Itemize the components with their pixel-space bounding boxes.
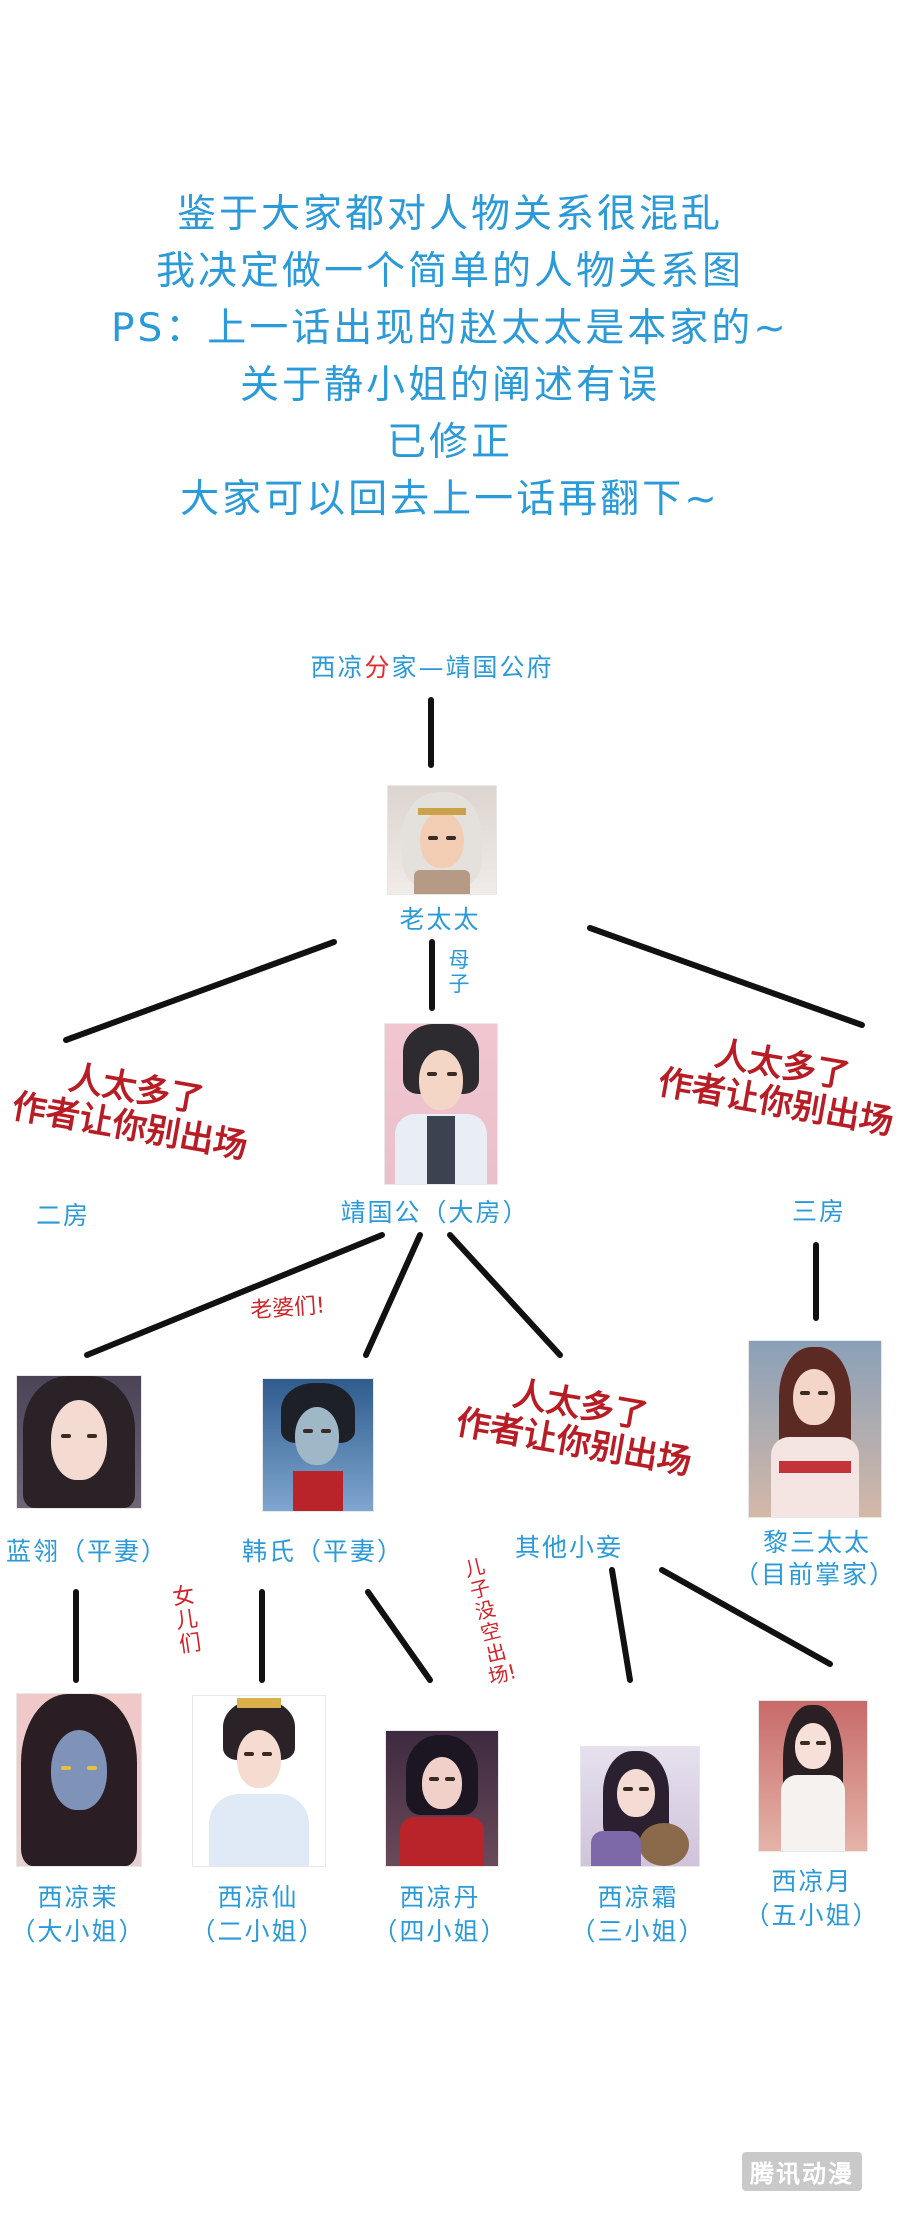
mother-son-label: 母子 [448, 948, 472, 996]
daughter-portrait-icon [16, 1693, 142, 1867]
daughter-portrait-icon [385, 1730, 499, 1867]
third-house-label: 三房 [792, 1197, 847, 1226]
intro-line: 大家可以回去上一话再翻下~ [180, 477, 720, 522]
concubines-label: 其他小妾 [515, 1533, 624, 1562]
connector-line [609, 1567, 633, 1683]
daughter-name: 西凉丹 [399, 1883, 481, 1912]
intro-line: PS：上一话出现的赵太太是本家的~ [111, 306, 789, 351]
connector-line [363, 1232, 423, 1358]
daughter-title: （五小姐） [744, 1901, 880, 1930]
daughter-portrait-icon [758, 1700, 868, 1852]
han-portrait-icon [262, 1378, 374, 1512]
intro-line: 关于静小姐的阐述有误 [239, 363, 660, 408]
li-portrait-icon [748, 1340, 882, 1518]
daughter-portrait-icon [580, 1746, 700, 1867]
intro-line: 鉴于大家都对人物关系很混乱 [176, 192, 723, 237]
header-suffix: 家—靖国公府 [391, 653, 554, 682]
intro-line: 我决定做一个简单的人物关系图 [155, 249, 744, 294]
daughter-name: 西凉月 [771, 1867, 853, 1896]
grandma-label: 老太太 [399, 905, 481, 934]
wives-note: 老婆们! [249, 1293, 326, 1324]
grandma-portrait-icon [387, 785, 497, 895]
daughter-title: （三小姐） [570, 1917, 706, 1946]
connector-line [587, 925, 865, 1028]
daughter-portrait-icon [192, 1695, 326, 1867]
li-label-2: （目前掌家） [733, 1560, 897, 1589]
connector-line [365, 1589, 433, 1683]
han-label: 韩氏（平妻） [242, 1537, 405, 1566]
lan-label: 蓝翎（平妻） [6, 1537, 169, 1566]
daughter-title: （四小姐） [372, 1917, 508, 1946]
daughter-name: 西凉茉 [37, 1883, 119, 1912]
intro-line: 已修正 [386, 420, 513, 465]
li-label-1: 黎三太太 [763, 1528, 872, 1557]
second-house-label: 二房 [36, 1201, 91, 1230]
duke-label: 靖国公（大房） [340, 1198, 530, 1227]
connector-line [84, 1232, 385, 1358]
connector-line [63, 939, 337, 1043]
daughter-title: （二小姐） [190, 1917, 326, 1946]
connector-line [447, 1232, 563, 1358]
daughter-title: （大小姐） [10, 1917, 146, 1946]
lan-portrait-icon [16, 1375, 142, 1509]
header-highlight: 分 [364, 653, 392, 682]
duke-portrait-icon [384, 1023, 498, 1185]
watermark-logo: 腾讯动漫 [742, 2152, 862, 2191]
connector-line [659, 1567, 833, 1667]
daughter-name: 西凉仙 [217, 1883, 299, 1912]
header-prefix: 西凉 [310, 653, 365, 682]
intro-note: 鉴于大家都对人物关系很混乱 我决定做一个简单的人物关系图 PS：上一话出现的赵太… [0, 186, 900, 528]
daughter-name: 西凉霜 [597, 1883, 679, 1912]
family-header: 西凉分家—靖国公府 [310, 648, 553, 684]
